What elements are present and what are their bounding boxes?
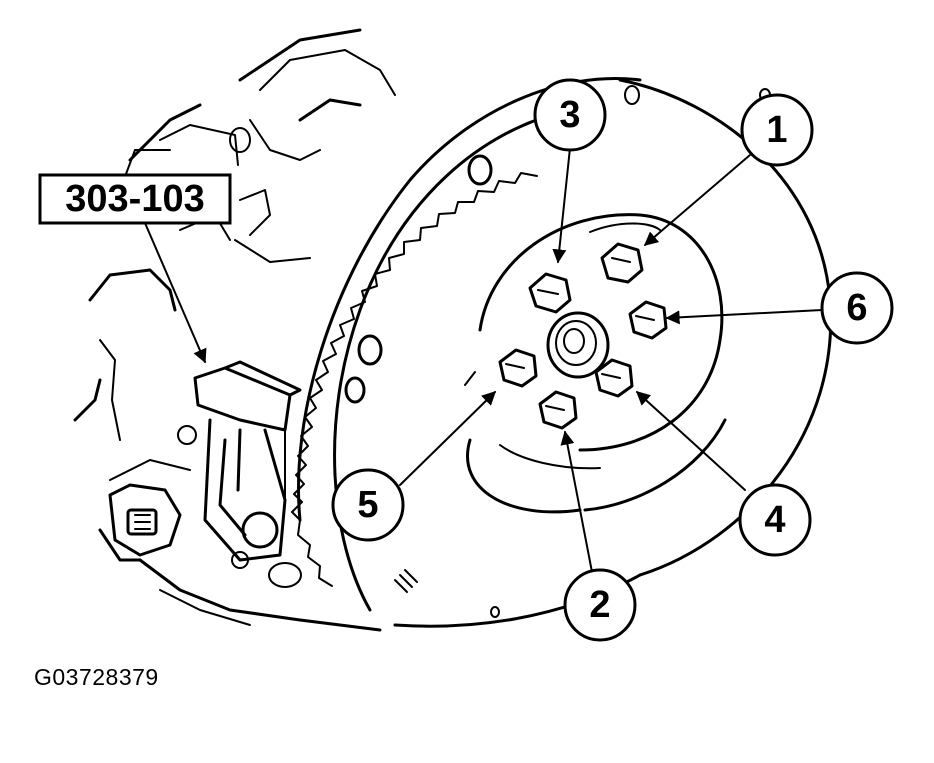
- bolt-4: [594, 358, 634, 398]
- flywheel: [291, 77, 771, 628]
- bolt-5: [498, 348, 538, 388]
- callout-5: 5: [331, 468, 405, 542]
- callout-1-text: 1: [766, 109, 787, 151]
- bolt-1: [600, 242, 644, 284]
- crankshaft-boss: [546, 311, 610, 379]
- callout-3-text: 3: [559, 94, 580, 136]
- callout-6: 6: [820, 271, 894, 345]
- holding-tool: [193, 360, 302, 562]
- flywheel-bolts: [498, 242, 668, 430]
- callout-3: 3: [533, 78, 607, 152]
- callout-4-text: 4: [764, 499, 785, 541]
- callout-4: 4: [738, 483, 812, 557]
- engine-block-outline: [73, 28, 396, 632]
- callout-1: 1: [740, 93, 814, 167]
- bolt-2: [538, 390, 578, 430]
- sensor-connector: [108, 483, 182, 557]
- callout-leaders: [399, 147, 823, 573]
- callout-6-text: 6: [846, 287, 867, 329]
- bolt-6: [628, 300, 668, 340]
- callout-2: 2: [563, 568, 637, 642]
- tool-label-text: 303-103: [65, 178, 204, 220]
- figure-id: G03728379: [34, 664, 159, 690]
- callout-2-text: 2: [589, 584, 610, 626]
- tool-label-callout: 303-103: [38, 173, 232, 364]
- callout-5-text: 5: [357, 484, 378, 526]
